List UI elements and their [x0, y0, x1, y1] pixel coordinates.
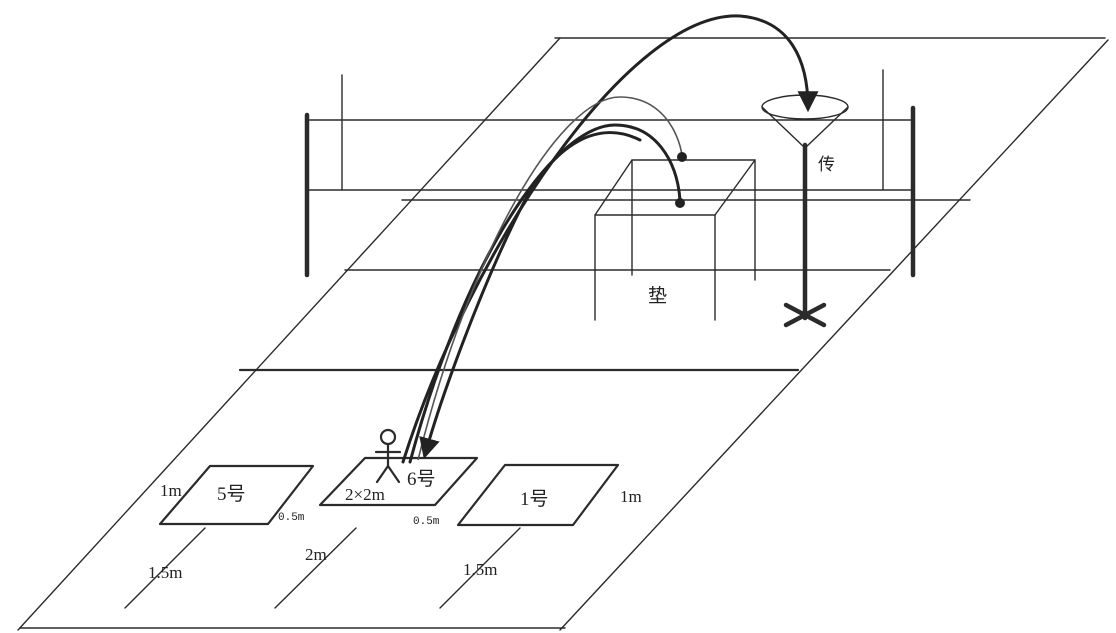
marker-line-2 — [274, 527, 357, 609]
box-back — [631, 159, 756, 281]
court-left-sideline — [17, 37, 561, 631]
zone-squares — [158, 456, 620, 527]
mat-boxes — [594, 159, 756, 321]
zone-6-label: 6号 — [407, 469, 436, 490]
player-head — [379, 428, 397, 446]
gap-right-label: 0.5m — [413, 516, 440, 528]
trajectory-to-low-box — [408, 123, 682, 464]
zone-6-square — [318, 456, 479, 507]
labels: 5号 6号 1号 2×2m 垫 传 1m 1m 0.5m 0.5m 1.5m 2… — [148, 155, 835, 582]
court-right-sideline — [559, 39, 1109, 631]
net — [304, 69, 916, 278]
trajectory-to-high-box — [417, 96, 683, 461]
trajectory-to-setter — [401, 14, 819, 464]
zone-5-width-label: 1m — [160, 481, 182, 500]
zone-6-size-label: 2×2m — [345, 485, 385, 504]
player-figure — [374, 428, 402, 484]
target-cone-rim — [761, 94, 849, 120]
box-front-left-edge — [594, 159, 633, 321]
zone-5-label: 5号 — [217, 484, 246, 505]
distance-markers — [124, 527, 521, 609]
target-cone — [761, 94, 849, 328]
ball-landing-low-box — [675, 198, 685, 208]
setter-label: 传 — [818, 155, 835, 174]
gap-left-label: 0.5m — [278, 512, 305, 524]
ball-landing-high-box — [677, 152, 687, 162]
box-front-right-edge — [714, 159, 756, 216]
dist-left-label: 1.5m — [148, 563, 182, 582]
zone-1-square — [456, 463, 620, 527]
mat-label: 垫 — [648, 285, 667, 307]
dist-center-label: 2m — [305, 545, 327, 564]
ball-trajectories — [401, 14, 819, 464]
marker-line-3 — [439, 527, 521, 609]
marker-line-1 — [124, 527, 206, 609]
zone-1-width-label: 1m — [620, 487, 642, 506]
court-outline — [17, 37, 1109, 631]
player-leg-left — [375, 464, 390, 484]
dist-right-label: 1.5m — [463, 560, 497, 579]
target-cone-body — [761, 106, 849, 149]
pole-foot-2 — [783, 302, 827, 328]
trajectory-return — [419, 131, 642, 460]
zone-5-square — [158, 464, 315, 526]
zone-1-label: 1号 — [520, 489, 549, 510]
player-leg-right — [386, 464, 401, 484]
